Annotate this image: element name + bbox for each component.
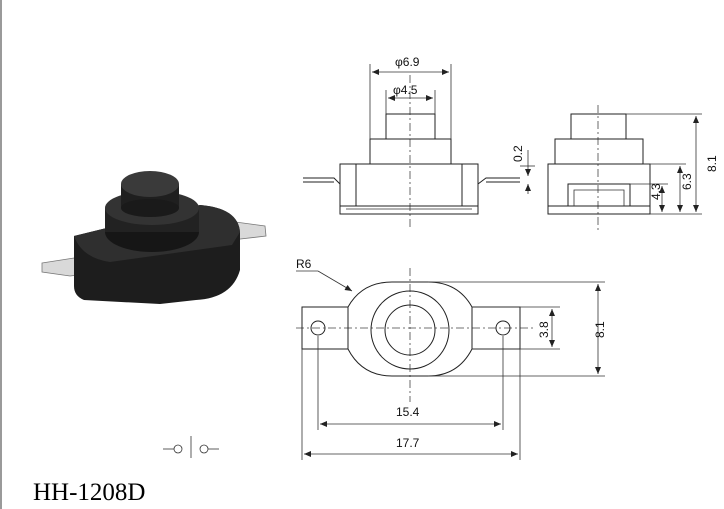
product-render [41, 171, 267, 304]
dim-height-total: 8.1 [705, 155, 719, 172]
front-view: φ6.9 φ4.5 0.2 [303, 55, 535, 228]
dim-bottom-inner-height: 3.8 [537, 321, 551, 338]
bottom-view: R6 3.8 8.1 15.4 17.7 [296, 257, 607, 460]
sheet-border [0, 0, 2, 509]
dim-height-mid: 6.3 [680, 173, 694, 190]
dim-overall-length: 17.7 [396, 436, 420, 450]
dim-bottom-height: 8.1 [593, 321, 607, 338]
button-base [121, 199, 179, 217]
dim-height-low: 4.3 [649, 183, 663, 200]
dim-top-outer-dia: φ6.9 [395, 55, 420, 69]
model-number: HH-1208D [33, 479, 146, 506]
dim-radius: R6 [296, 257, 312, 271]
side-view: 8.1 6.3 4.3 [547, 105, 719, 230]
button-top [121, 171, 179, 197]
switch-symbol-icon [163, 436, 219, 458]
dim-top-inner-dia: φ4.5 [393, 83, 418, 97]
dim-hole-spacing: 15.4 [396, 405, 420, 419]
dim-gap: 0.2 [511, 145, 525, 162]
